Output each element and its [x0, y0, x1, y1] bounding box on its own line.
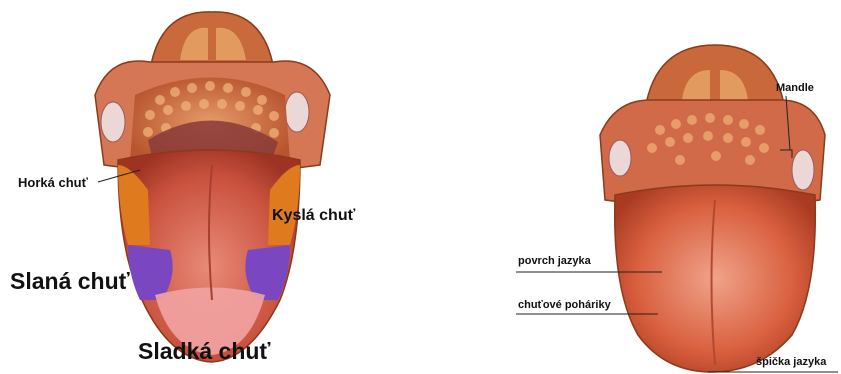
label-salty: Slaná chuť [10, 270, 130, 293]
tongue-body-anatomy [615, 185, 816, 372]
label-bitter: Horká chuť [18, 176, 88, 189]
left-tonsil [101, 102, 125, 142]
label-tongue-surface: povrch jazyka [518, 256, 591, 267]
tongue-anatomy-illustration [420, 0, 841, 374]
label-sweet: Sladká chuť [138, 340, 270, 363]
label-tonsils: Mandle [776, 83, 814, 94]
label-sour: Kyslá chuť [272, 208, 355, 224]
right-tonsil [285, 92, 309, 132]
salty-zone-left [128, 245, 173, 300]
taste-map-diagram: Horká chuť Kyslá chuť Slaná chuť Sladká … [0, 0, 420, 374]
tongue-anatomy-diagram: Mandle povrch jazyka chuťové poháriky šp… [420, 0, 841, 374]
left-tonsil-anatomy [609, 140, 631, 176]
right-tonsil-anatomy [792, 150, 814, 190]
label-tongue-tip: špička jazyka [756, 357, 826, 368]
label-taste-buds: chuťové poháriky [518, 300, 611, 311]
